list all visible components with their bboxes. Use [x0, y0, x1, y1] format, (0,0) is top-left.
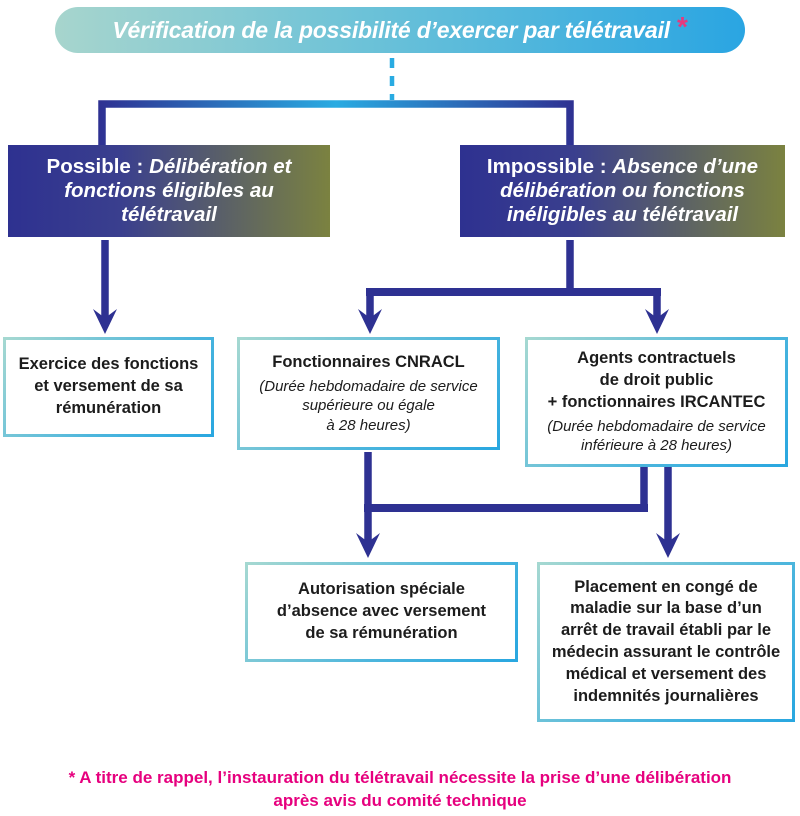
arrow-placement-head-icon	[656, 533, 680, 558]
footnote: * A titre de rappel, l’instauration du t…	[68, 768, 732, 810]
page-title: Vérification de la possibilité d’exercer…	[112, 16, 670, 43]
impossible-description: Absence d’une délibération ou fonctions …	[500, 154, 759, 227]
box-exercice-text: Exercice des fonctions et versement de s…	[18, 355, 199, 417]
box-exercice-fonctions: Exercice des fonctions et versement de s…	[3, 337, 214, 437]
box-placement-text: Placement en congé de maladie sur la bas…	[551, 577, 781, 705]
arrow-autorisation-head-icon	[356, 533, 380, 558]
box-cnracl-title: Fonctionnaires CNRACL	[272, 352, 465, 371]
impossible-label: Impossible :	[486, 154, 607, 178]
top-branch-bracket	[98, 100, 574, 146]
title-banner: Vérification de la possibilité d’exercer…	[55, 7, 745, 53]
box-ircantec-subtitle: (Durée hebdomadaire de service inférieur…	[547, 417, 766, 455]
arrow-cnracl-head-icon	[358, 309, 382, 334]
node-possible-text: Possible :Délibération et fonctions élig…	[22, 155, 316, 228]
node-possible: Possible :Délibération et fonctions élig…	[8, 145, 330, 237]
node-impossible: Impossible :Absence d’une délibération o…	[460, 145, 785, 237]
node-impossible-text: Impossible :Absence d’une délibération o…	[474, 155, 771, 228]
box-autorisation-absence: Autorisation spéciale d’absence avec ver…	[245, 562, 518, 662]
box-placement-conge: Placement en congé de maladie sur la bas…	[537, 562, 795, 722]
box-agents-ircantec: Agents contractuels de droit public + fo…	[525, 337, 788, 467]
asterisk-icon: *	[676, 11, 688, 42]
box-ircantec-title: Agents contractuels de droit public + fo…	[547, 349, 766, 411]
arrow-possible-head-icon	[93, 309, 117, 334]
box-autorisation-text: Autorisation spéciale d’absence avec ver…	[276, 580, 487, 642]
box-fonctionnaires-cnracl: Fonctionnaires CNRACL (Durée hebdomadair…	[237, 337, 500, 450]
arrow-ircantec-head-icon	[645, 309, 669, 334]
possible-description: Délibération et fonctions éligibles au t…	[64, 154, 292, 227]
possible-label: Possible :	[46, 154, 144, 178]
box-cnracl-subtitle: (Durée hebdomadaire de service supérieur…	[259, 377, 478, 434]
